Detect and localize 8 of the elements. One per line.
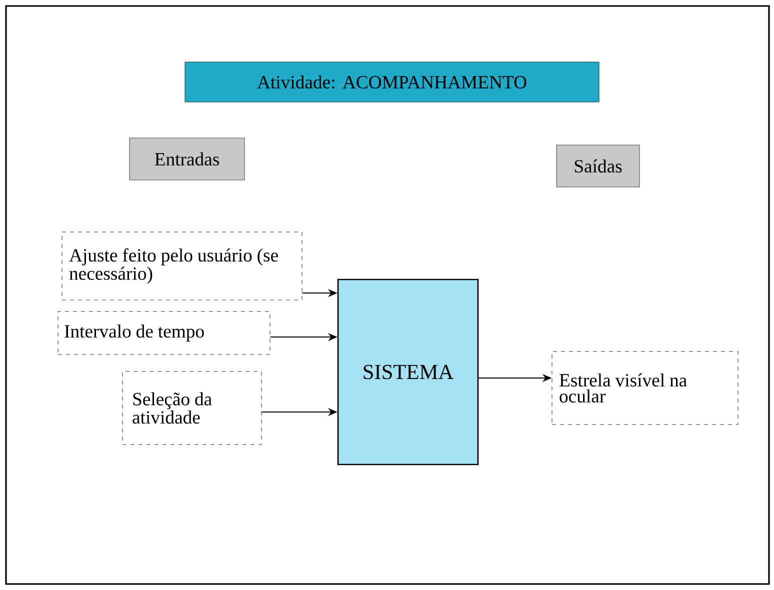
input-output-box: Ajuste feito pelo usuário (se necessário): [62, 232, 302, 300]
category-box: Saídas: [556, 144, 640, 188]
title-box: Atividade: ACOMPANHAMENTO: [184, 62, 600, 102]
system-box: SISTEMA: [337, 278, 479, 466]
input-output-box: Estrela visível na ocular: [552, 351, 738, 425]
category-box: Entradas: [129, 138, 245, 180]
input-output-box: Seleção da atividade: [122, 371, 262, 445]
input-output-box: Intervalo de tempo: [58, 311, 270, 355]
